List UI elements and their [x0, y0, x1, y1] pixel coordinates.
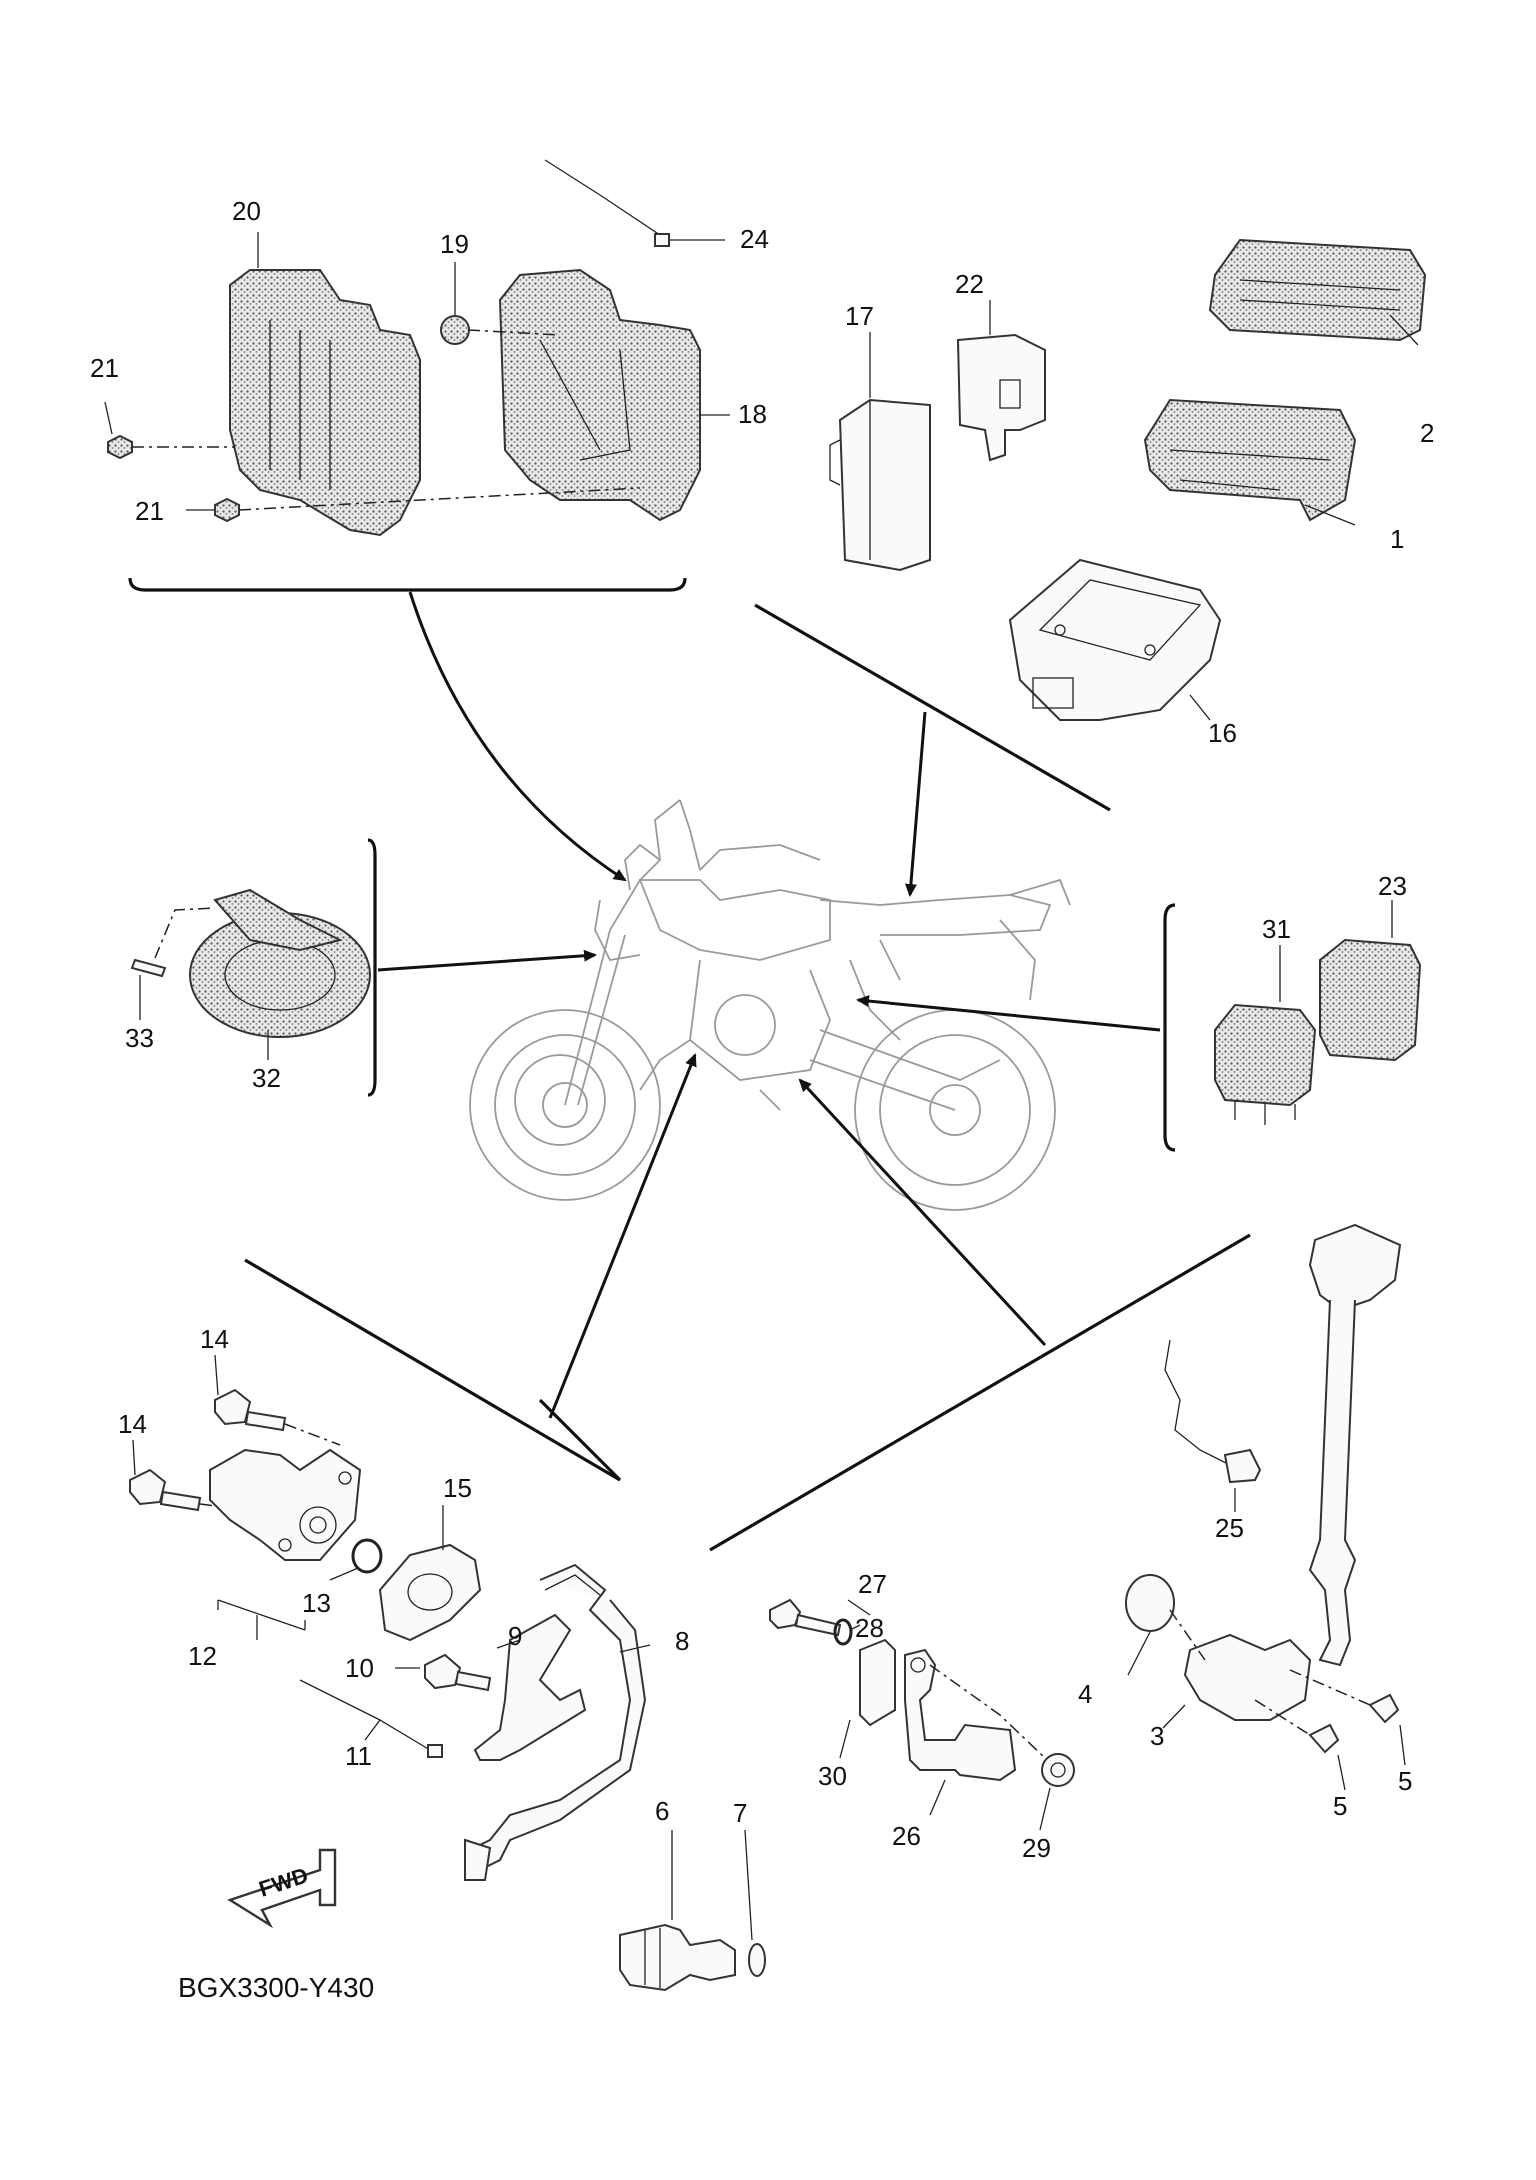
bolt-27[interactable] — [769, 1598, 802, 1630]
callout-20: 20 — [232, 196, 261, 226]
callout-22: 22 — [955, 269, 984, 299]
callout-5b: 5 — [1333, 1791, 1347, 1821]
callout-10: 10 — [345, 1653, 374, 1683]
callout-14b: 14 — [118, 1409, 147, 1439]
callout-32: 32 — [252, 1063, 281, 1093]
callout-4: 4 — [1078, 1679, 1092, 1709]
callout-23: 23 — [1378, 871, 1407, 901]
bolt-33[interactable] — [130, 958, 167, 978]
nut-29[interactable] — [1041, 1753, 1075, 1787]
sidestand-switch-3[interactable] — [1308, 1223, 1402, 1312]
sensor-25[interactable] — [1164, 1339, 1231, 1466]
callout-25: 25 — [1215, 1513, 1244, 1543]
cover-part-20[interactable] — [229, 269, 421, 537]
rectifier-16[interactable] — [1008, 558, 1222, 721]
fwd-arrow: FWD — [227, 1848, 337, 1929]
callout-1: 1 — [1390, 524, 1404, 554]
callout-30: 30 — [818, 1761, 847, 1791]
diagram-code: BGX3300-Y430 — [178, 1972, 374, 2003]
callout-5a: 5 — [1398, 1766, 1412, 1796]
callout-24: 24 — [740, 224, 769, 254]
callout-14a: 14 — [200, 1324, 229, 1354]
callout-9: 9 — [508, 1621, 522, 1651]
switch-22[interactable] — [956, 333, 1046, 462]
callout-17: 17 — [845, 301, 874, 331]
block-30[interactable] — [859, 1638, 896, 1727]
callout-21b: 21 — [135, 496, 164, 526]
bolt-14-lower[interactable] — [129, 1468, 167, 1506]
relay-23[interactable] — [1319, 938, 1422, 1062]
cable-tie-24[interactable] — [544, 159, 661, 236]
callout-15: 15 — [443, 1473, 472, 1503]
callout-33: 33 — [125, 1023, 154, 1053]
callout-6: 6 — [655, 1796, 669, 1826]
callout-28: 28 — [855, 1613, 884, 1643]
screw-21-lower[interactable] — [214, 497, 240, 523]
grommet-19[interactable] — [440, 315, 470, 345]
ecu-group — [754, 238, 1427, 812]
bracket-9[interactable] — [473, 1613, 587, 1761]
gasket-15[interactable] — [378, 1543, 482, 1642]
horn-group — [130, 838, 377, 1097]
relay-17[interactable] — [838, 398, 931, 572]
sensor-26[interactable] — [904, 1648, 1017, 1782]
screw-5-a[interactable] — [1368, 1693, 1400, 1724]
callout-12: 12 — [188, 1641, 217, 1671]
callout-13: 13 — [302, 1588, 331, 1618]
screw-21-upper[interactable] — [107, 434, 133, 460]
callout-2: 2 — [1420, 418, 1434, 448]
cover-4[interactable] — [1125, 1574, 1175, 1632]
callout-31: 31 — [1262, 914, 1291, 944]
callout-18: 18 — [738, 399, 767, 429]
callout-8: 8 — [675, 1626, 689, 1656]
callout-7: 7 — [733, 1798, 747, 1828]
callout-16: 16 — [1208, 718, 1237, 748]
callout-11: 11 — [345, 1741, 372, 1771]
ecu-part-2[interactable] — [1208, 238, 1427, 342]
cover-group — [104, 159, 730, 592]
connector-arrows — [377, 591, 1161, 1419]
callout-21a: 21 — [90, 353, 119, 383]
o-ring-13[interactable] — [351, 1538, 383, 1574]
sensor-6[interactable] — [619, 1923, 736, 1992]
callout-19: 19 — [440, 229, 469, 259]
callout-26: 26 — [892, 1821, 921, 1851]
callout-27: 27 — [858, 1569, 887, 1599]
cover-part-18[interactable] — [498, 268, 701, 522]
bolt-10[interactable] — [424, 1653, 462, 1690]
bolt-14-upper[interactable] — [214, 1388, 252, 1426]
relay-31[interactable] — [1214, 1003, 1317, 1107]
callout-29: 29 — [1022, 1833, 1051, 1863]
isc-valve-12[interactable] — [209, 1448, 362, 1561]
motorcycle-outline — [469, 799, 1071, 1211]
ecu-part-1[interactable] — [1143, 398, 1357, 522]
washer-7[interactable] — [748, 1943, 766, 1977]
relay-group — [1163, 900, 1422, 1152]
washer-28[interactable] — [833, 1618, 853, 1646]
callout-labels: 1 2 3 4 5 5 6 7 8 9 10 11 12 13 14 14 15… — [90, 196, 1434, 1863]
callout-3: 3 — [1150, 1721, 1164, 1751]
sidestand-group — [709, 1223, 1406, 1831]
screw-5-b[interactable] — [1308, 1723, 1340, 1754]
sensor-group — [129, 1258, 766, 1992]
